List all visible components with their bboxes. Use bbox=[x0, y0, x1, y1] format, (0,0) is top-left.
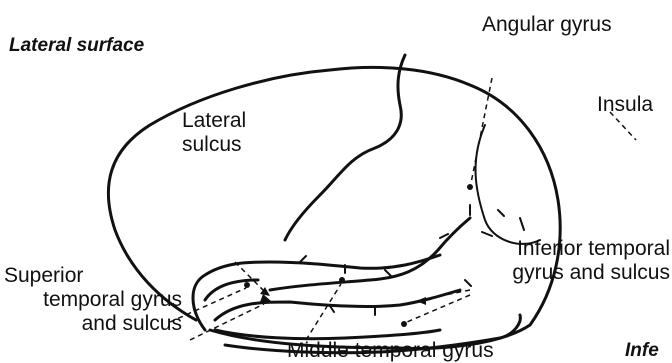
label-inferior-temporal: Inferior temporal gyrus and sulcus bbox=[480, 237, 670, 285]
cut-off-panel-title: Infe bbox=[625, 339, 659, 363]
label-superior-temporal-line1: Superior bbox=[4, 264, 182, 288]
label-superior-temporal-line3: and sulcus bbox=[4, 312, 182, 336]
insula-outline bbox=[476, 125, 540, 244]
arrowhead-inferior-temporal bbox=[416, 297, 426, 305]
label-middle-temporal-gyrus: Middle temporal gyrus bbox=[287, 339, 494, 363]
label-lateral-sulcus-line1: Lateral bbox=[182, 109, 246, 133]
panel-title: Lateral surface bbox=[9, 34, 144, 58]
label-lateral-sulcus-line2: sulcus bbox=[182, 133, 246, 157]
middle-temporal-leader bbox=[306, 284, 341, 340]
lateral-sulcus-leader bbox=[235, 262, 265, 292]
label-inferior-temporal-line2: gyrus and sulcus bbox=[480, 261, 670, 285]
superior-temporal-dot bbox=[244, 282, 250, 288]
label-lateral-sulcus: Lateral sulcus bbox=[182, 109, 246, 157]
middle-temporal-dot bbox=[339, 277, 345, 283]
label-insula: Insula bbox=[597, 93, 653, 117]
label-superior-temporal: Superior temporal gyrus and sulcus bbox=[4, 264, 182, 336]
label-inferior-temporal-line1: Inferior temporal bbox=[480, 237, 670, 261]
inferior-temporal-dot bbox=[401, 321, 407, 327]
label-angular-gyrus: Angular gyrus bbox=[482, 13, 612, 37]
central-sulcus bbox=[285, 55, 405, 240]
inferior-temporal-leader-b bbox=[407, 295, 470, 322]
angular-gyrus-dot bbox=[467, 184, 473, 190]
label-superior-temporal-line2: temporal gyrus bbox=[4, 288, 182, 312]
